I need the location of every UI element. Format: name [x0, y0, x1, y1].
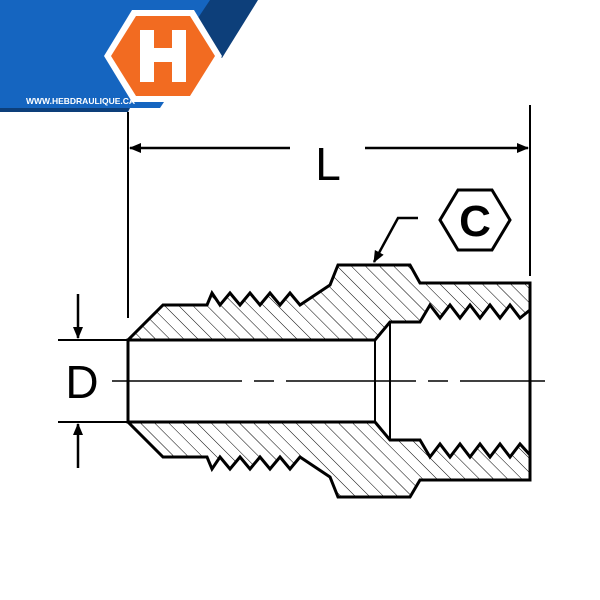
hexagon-icon: [438, 188, 512, 252]
website-url: WWW.HEBDRAULIQUE.CA: [26, 96, 135, 106]
length-dimension: L: [127, 105, 531, 318]
logo-letter-h: [140, 30, 186, 82]
hex-size-callout: C: [372, 188, 512, 263]
diameter-label: D: [65, 356, 98, 408]
length-label: L: [315, 138, 341, 190]
diameter-dimension: D: [58, 294, 128, 468]
hex-label: C: [459, 197, 491, 246]
brand-logo: WWW.HEBDRAULIQUE.CA: [0, 0, 258, 112]
